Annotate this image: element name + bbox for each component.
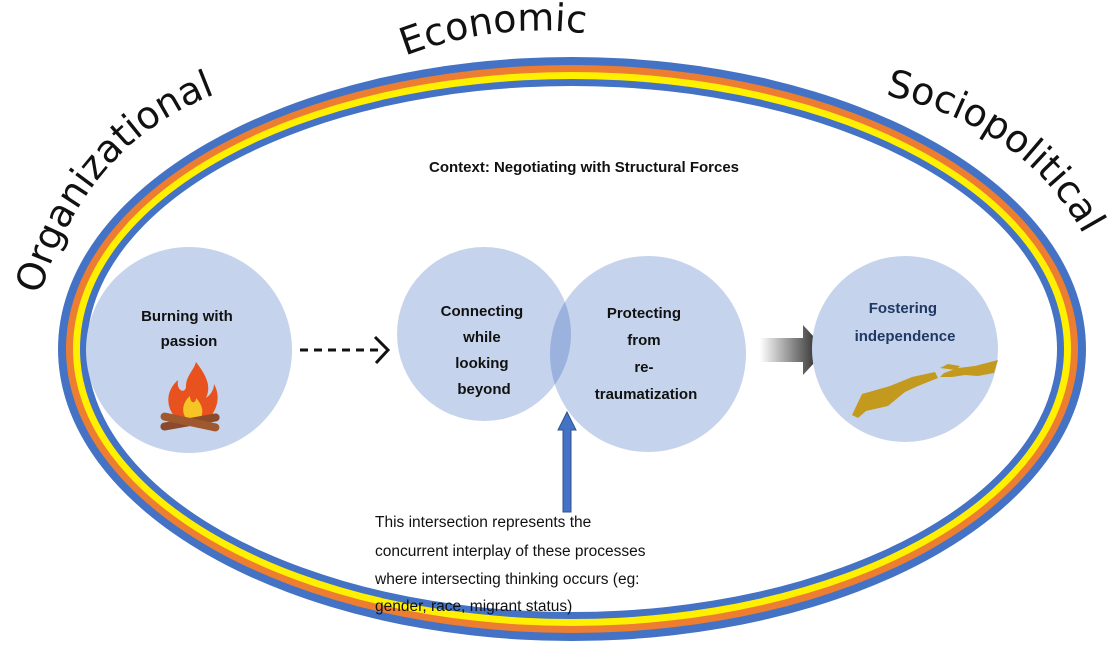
- protecting-label: Protecting from re- traumatization: [595, 305, 698, 403]
- context-title: Context: Negotiating with Structural For…: [429, 159, 739, 176]
- fostering-label: Fostering independence: [855, 300, 956, 345]
- dashed-arrow: [300, 335, 391, 365]
- ring-label-economic: Economic: [393, 0, 589, 64]
- circle-connecting-while-looking-beyond: [397, 247, 571, 421]
- campfire-icon: [160, 362, 220, 432]
- circle-protecting-from-retraumatization: [550, 256, 746, 452]
- reaching-hands-icon: [852, 360, 998, 418]
- intersection-note: This intersection represents the concurr…: [374, 514, 650, 615]
- circle-label: Burning with passion: [141, 308, 237, 350]
- solid-arrow: [760, 325, 826, 375]
- circle-intersection: [550, 302, 572, 385]
- circle-fostering-independence: Fostering independence: [812, 256, 998, 442]
- connecting-label: Connecting while looking beyond: [441, 303, 528, 398]
- intersection-pointer-arrow: [557, 410, 577, 513]
- circle-burning-with-passion: Burning with passion: [86, 247, 292, 453]
